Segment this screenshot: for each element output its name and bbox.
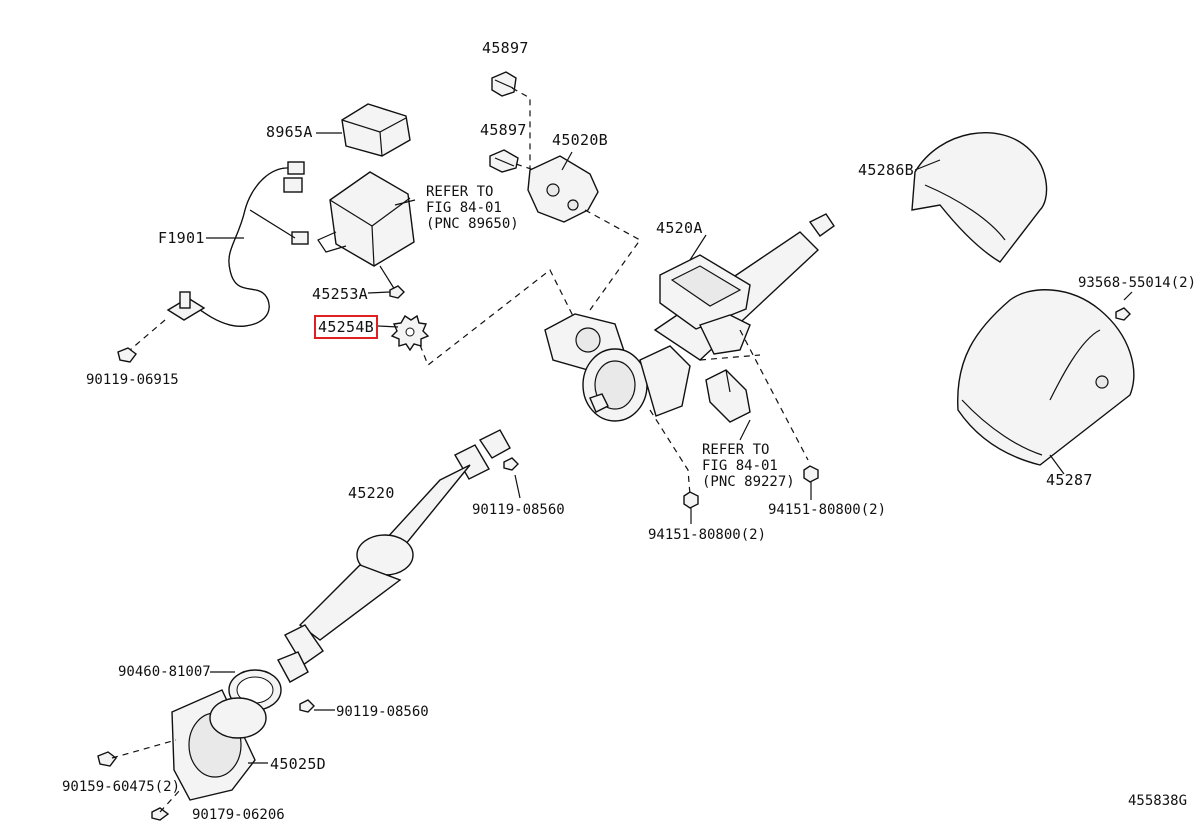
label-90119-06915: 90119-06915 — [86, 372, 179, 388]
screw-93568 — [1115, 307, 1131, 321]
nut-94151-b — [803, 465, 819, 483]
label-45897-top: 45897 — [482, 39, 529, 57]
refer1-line1: REFER TO — [426, 184, 494, 200]
label-45254b-highlighted: 45254B — [314, 315, 378, 339]
refer1-line3: (PNC 89650) — [426, 216, 519, 232]
cover-lower-45287 — [957, 289, 1135, 466]
label-8965a: 8965A — [266, 123, 313, 141]
bolt-90179 — [151, 807, 170, 821]
label-94151-a: 94151-80800(2) — [648, 527, 767, 543]
label-45287: 45287 — [1046, 471, 1093, 489]
label-90460: 90460-81007 — [118, 664, 211, 680]
label-94151-b: 94151-80800(2) — [768, 502, 887, 518]
label-4520a: 4520A — [656, 219, 703, 237]
refer2-line2: FIG 84-01 — [702, 458, 778, 474]
label-90119-08560-b: 90119-08560 — [336, 704, 429, 720]
label-45286b: 45286B — [858, 161, 914, 179]
label-45253a: 45253A — [312, 285, 368, 303]
nut-94151-a — [683, 491, 699, 509]
bolt-90119-08560-b — [299, 699, 315, 713]
bolt-45897-mid — [489, 149, 519, 173]
transponder-8965a — [341, 103, 411, 157]
bolt-45253a — [389, 285, 405, 299]
lock-housing-45020b — [527, 151, 599, 223]
gear-45254b — [390, 314, 430, 352]
intermediate-shaft-45220 — [277, 429, 511, 683]
label-45020b: 45020B — [552, 131, 608, 149]
label-90159: 90159-60475(2) — [62, 779, 181, 795]
steering-column-4520a — [544, 213, 835, 422]
bolt-90119-08560-a — [503, 457, 519, 471]
refer2-line3: (PNC 89227) — [702, 474, 795, 490]
label-45897-mid: 45897 — [480, 121, 527, 139]
cover-upper-45286b — [911, 131, 1048, 263]
ecu-module — [317, 171, 415, 267]
label-90119-08560-a: 90119-08560 — [472, 502, 565, 518]
refer2-line1: REFER TO — [702, 442, 770, 458]
label-93568: 93568-55014(2) — [1078, 275, 1197, 291]
sensor-module — [705, 369, 751, 423]
label-45220: 45220 — [348, 484, 395, 502]
diagram-id: 455838G — [1128, 793, 1188, 809]
bolt-45897-top — [491, 71, 517, 97]
label-45025d: 45025D — [270, 755, 326, 773]
wire-harness-f1901 — [166, 161, 309, 327]
label-90179: 90179-06206 — [192, 807, 285, 823]
boot-plate-45025d — [171, 689, 267, 801]
refer1-line2: FIG 84-01 — [426, 200, 502, 216]
bolt-90159 — [97, 751, 117, 767]
label-f1901: F1901 — [158, 229, 205, 247]
